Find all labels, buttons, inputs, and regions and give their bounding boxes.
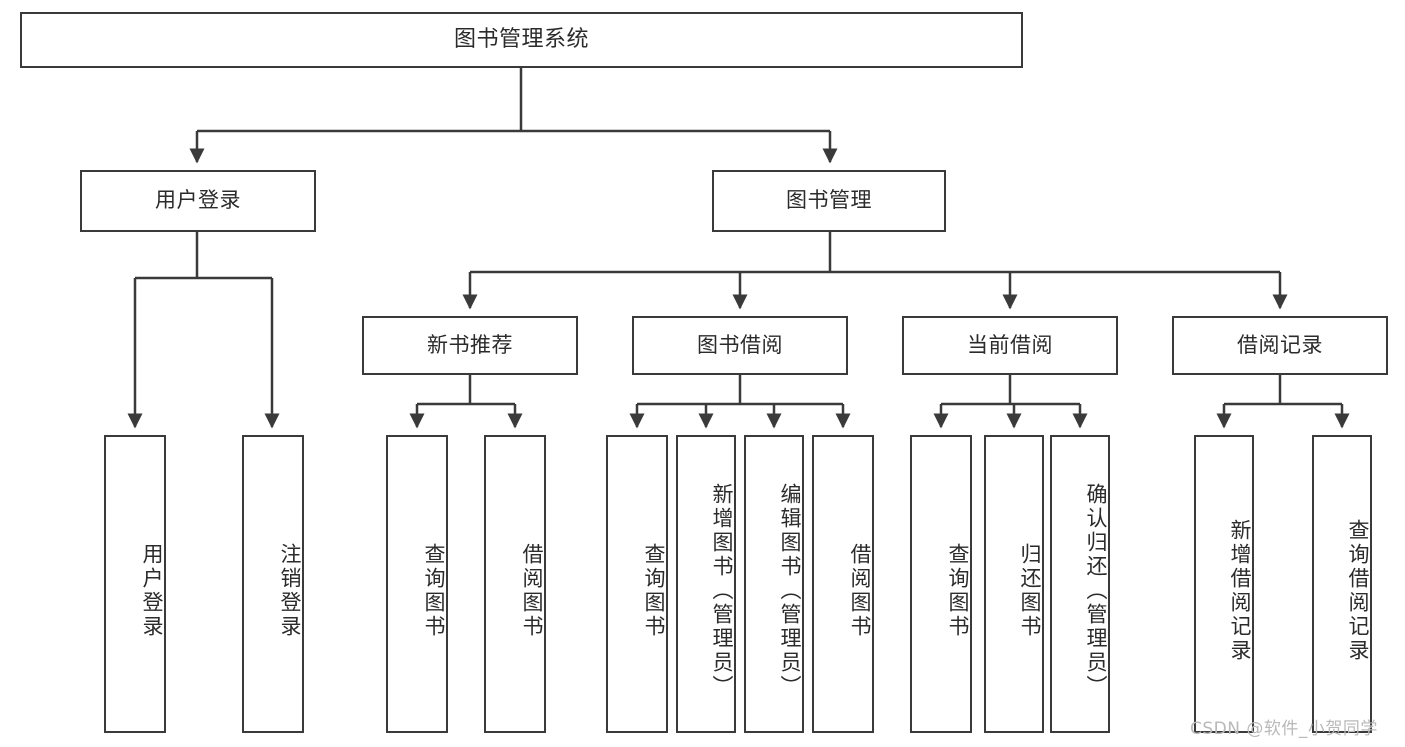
leaf-user-login[interactable]: 用户登录 [104,435,166,733]
leaf-query-book-borrow[interactable]: 查询图书 [606,435,668,733]
node-current-borrow[interactable]: 当前借阅 [902,316,1118,375]
leaf-borrow-book[interactable]: 借阅图书 [812,435,874,733]
leaf-add-borrow-record[interactable]: 新增借阅记录 [1194,435,1254,733]
node-book-management[interactable]: 图书管理 [712,170,946,232]
leaf-query-book-current[interactable]: 查询图书 [910,435,972,733]
node-user-login[interactable]: 用户登录 [80,170,316,232]
leaf-return-book[interactable]: 归还图书 [984,435,1044,733]
leaf-edit-book-admin[interactable]: 编辑图书（管理员） [744,435,804,733]
csdn-watermark: CSDN @软件_小贺同学 [1190,719,1378,739]
leaf-add-book-admin[interactable]: 新增图书（管理员） [676,435,736,733]
leaf-user-logout[interactable]: 注销登录 [242,435,304,733]
node-book-borrow[interactable]: 图书借阅 [632,316,848,375]
node-borrow-records[interactable]: 借阅记录 [1172,316,1388,375]
node-new-book-recommend[interactable]: 新书推荐 [362,316,578,375]
leaf-query-borrow-record[interactable]: 查询借阅记录 [1312,435,1372,733]
leaf-query-book-recommend[interactable]: 查询图书 [386,435,448,733]
leaf-borrow-book-recommend[interactable]: 借阅图书 [484,435,546,733]
node-root-system[interactable]: 图书管理系统 [20,12,1023,68]
leaf-confirm-return-admin[interactable]: 确认归还（管理员） [1050,435,1110,733]
